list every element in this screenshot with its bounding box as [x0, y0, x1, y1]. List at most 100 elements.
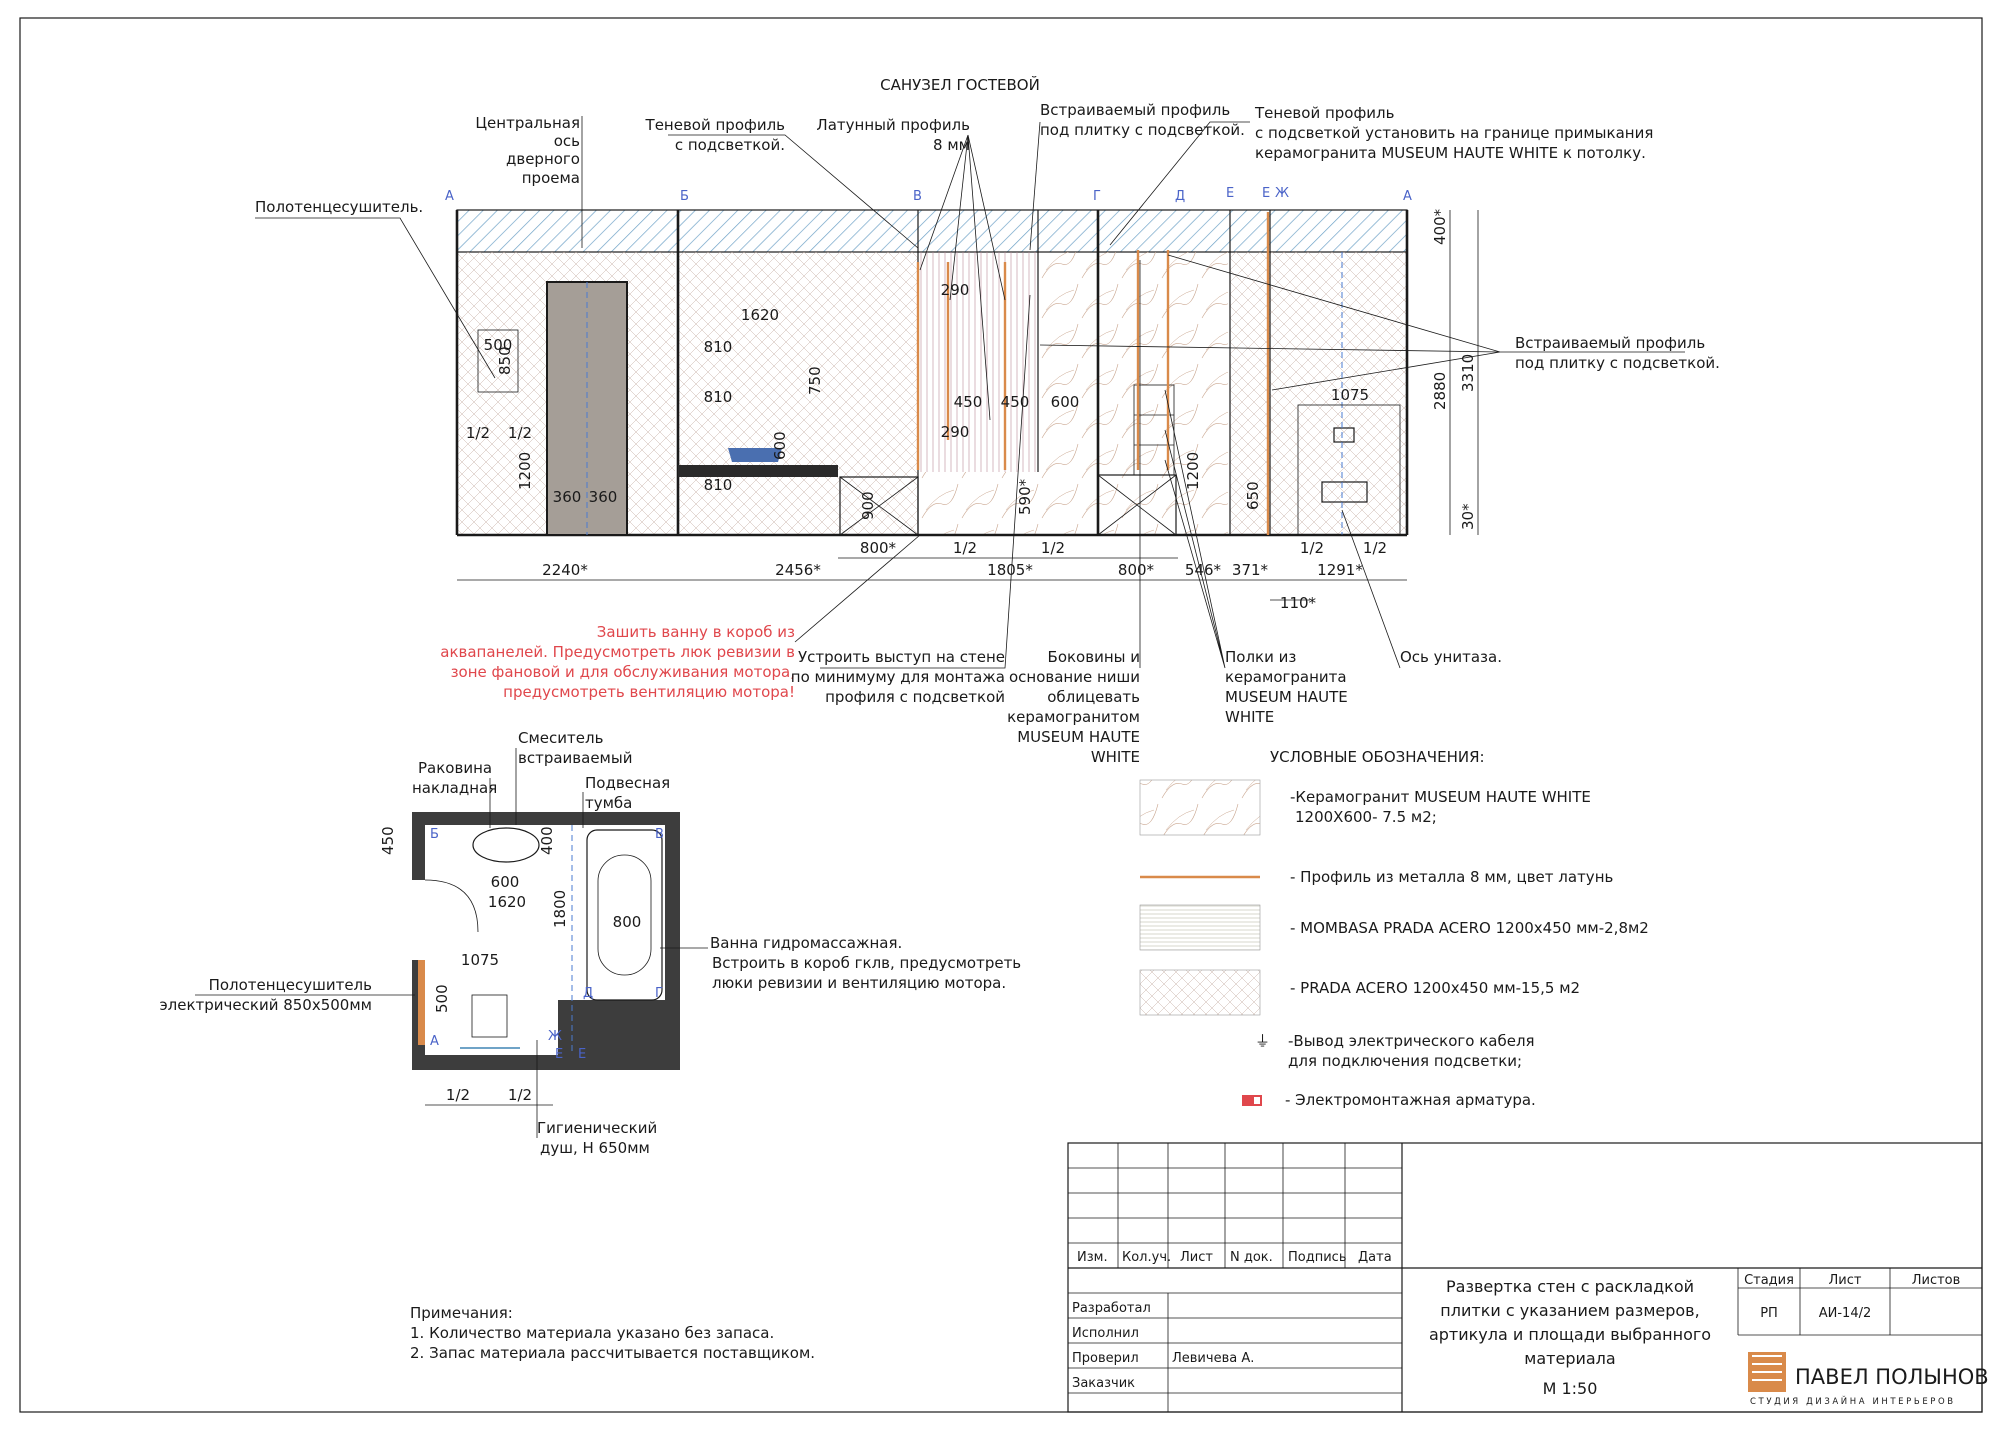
plan-axis: А: [430, 1034, 439, 1049]
callout-bath-note: зоне фановой и для обслуживания мотора,: [451, 663, 795, 681]
electrical-box-icon: [1242, 1095, 1262, 1106]
legend: УСЛОВНЫЕ ОБОЗНАЧЕНИЯ: -Керамогранит MUSE…: [1139, 748, 1649, 1109]
stamp-col: Дата: [1358, 1250, 1392, 1265]
towel-dryer-elev: [477, 329, 519, 393]
dim: 400*: [1431, 208, 1449, 245]
floor-plan: Раковина накладная Смеситель встраиваемы…: [159, 729, 1021, 1157]
sheet-frame: [19, 17, 1983, 1413]
plan-dim: 1620: [488, 893, 526, 911]
dim: 810: [704, 388, 733, 406]
wall-marble-1: [1038, 252, 1098, 472]
plan-label-bath: Ванна гидромассажная.: [710, 934, 902, 952]
plan-label-cabinet: Подвесная: [585, 774, 670, 792]
plan-label-sink: Раковина: [418, 759, 492, 777]
plan-toilet: [471, 994, 508, 1038]
stamp-sheet-header: Лист: [1829, 1273, 1862, 1288]
dim: 3310: [1459, 354, 1477, 392]
wall-v-stripes: [918, 252, 1038, 472]
callout-toilet-axis: Ось унитаза.: [1400, 648, 1502, 666]
plan-axis: Е: [555, 1047, 563, 1062]
dim: 450: [954, 393, 983, 411]
stamp-title: плитки с указанием размеров,: [1440, 1301, 1699, 1320]
dim: 1075: [1331, 386, 1369, 404]
dim: 110*: [1280, 594, 1317, 612]
axis-label: Е: [1226, 186, 1234, 201]
callout-builtin-profile: под плитку с подсветкой.: [1040, 121, 1245, 139]
axis-label: Б: [680, 189, 689, 204]
callout-builtin-right: под плитку с подсветкой.: [1515, 354, 1720, 372]
plan-towel: [418, 960, 425, 1045]
plan-label-mixer: Смеситель: [518, 729, 603, 747]
callout-niche-sides: Боковины и: [1048, 648, 1140, 666]
dim: 1200: [1184, 452, 1202, 490]
dim: 800*: [860, 539, 897, 557]
plan-axis: Г: [655, 986, 663, 1001]
legend-item: -Керамогранит MUSEUM HAUTE WHITE: [1290, 788, 1591, 806]
plan-sink: [472, 827, 540, 863]
axis-label: А: [445, 189, 454, 204]
plan-axis: Е: [578, 1047, 586, 1062]
cable-outlet-icon: ⏚: [1255, 1032, 1270, 1050]
legend-item: - Профиль из металла 8 мм, цвет латунь: [1290, 868, 1613, 886]
axis-label: А: [1403, 189, 1412, 204]
axis-label: Е: [1262, 186, 1270, 201]
dim: 1/2: [1363, 539, 1387, 557]
stamp-col: Лист: [1180, 1250, 1213, 1265]
callout-bath-note: предусмотреть вентиляцию мотора!: [503, 683, 795, 701]
callout-bath-note: Зашить ванну в короб из: [597, 623, 795, 641]
note: 2. Запас материала рассчитывается постав…: [410, 1344, 815, 1362]
dim: 810: [704, 476, 733, 494]
plan-label-bath: Встроить в короб гклв, предусмотреть: [712, 954, 1021, 972]
bath-front-marble: [918, 472, 1098, 535]
plan-label-shower: душ, Н 650мм: [540, 1139, 650, 1157]
plan-label-towel: электрический 850х500мм: [159, 996, 372, 1014]
stamp-row: Заказчик: [1072, 1376, 1135, 1391]
callout-wall-protrusion: Устроить выступ на стене: [798, 648, 1005, 666]
stamp-scale: М 1:50: [1543, 1379, 1598, 1398]
callout-brass-profile: 8 мм: [933, 136, 970, 154]
legend-item: для подключения подсветки;: [1288, 1052, 1522, 1070]
legend-item: -Вывод электрического кабеля: [1288, 1032, 1535, 1050]
callout-shelves: Полки из: [1225, 648, 1296, 666]
plan-dim: 600: [491, 873, 520, 891]
dim: 600: [1051, 393, 1080, 411]
plan-label-sink: накладная: [412, 779, 497, 797]
dim: 750: [806, 366, 824, 395]
callout-shelves: MUSEUM HAUTE: [1225, 688, 1348, 706]
dim: 2240*: [542, 561, 588, 579]
elevation-axes: А Б В Г Д Е Е Ж А: [445, 186, 1412, 204]
stamp-col: Кол.уч.: [1122, 1250, 1171, 1265]
callout-niche-sides: керамогранитом: [1007, 708, 1140, 726]
toilet-elev: [1321, 481, 1368, 503]
notes: Примечания: 1. Количество материала указ…: [410, 1304, 815, 1362]
plan-label-shower: Гигиенический: [537, 1119, 657, 1137]
dim: 290: [941, 423, 970, 441]
dim: 546*: [1185, 561, 1222, 579]
callout-niche-sides: облицевать: [1047, 688, 1140, 706]
plan-dim: 1/2: [446, 1086, 470, 1104]
dim: 1620: [741, 306, 779, 324]
plan-dim: 800: [613, 913, 642, 931]
sink-elev: [728, 448, 782, 462]
callout-central-axis: ось: [554, 132, 580, 150]
dim: 1/2: [466, 424, 490, 442]
axis-label: Д: [1175, 189, 1185, 204]
callout-wall-protrusion: по минимуму для монтажа: [791, 668, 1005, 686]
stamp-row: Исполнил: [1072, 1326, 1139, 1341]
dim: 1/2: [508, 424, 532, 442]
stamp-checker: Левичева А.: [1172, 1351, 1254, 1366]
stamp-title: Развертка стен с раскладкой: [1446, 1277, 1694, 1296]
callout-niche-sides: MUSEUM HAUTE: [1017, 728, 1140, 746]
note: 1. Количество материала указано без запа…: [410, 1324, 774, 1342]
callout-shadow-profile: с подсветкой.: [675, 136, 785, 154]
callout-shelves: WHITE: [1225, 708, 1274, 726]
callout-builtin-profile: Встраиваемый профиль: [1040, 101, 1230, 119]
callout-niche-sides: WHITE: [1091, 748, 1140, 766]
drawing-title: САНУЗЕЛ ГОСТЕВОЙ: [880, 75, 1040, 94]
title-block: Изм. Кол.уч. Лист N док. Подпись Дата Ра…: [1067, 1142, 1989, 1413]
plan-axis: Б: [430, 827, 439, 842]
legend-item: - MOMBASA PRADA ACERO 1200х450 мм-2,8м2: [1290, 919, 1649, 937]
stamp-col: Изм.: [1077, 1250, 1108, 1265]
